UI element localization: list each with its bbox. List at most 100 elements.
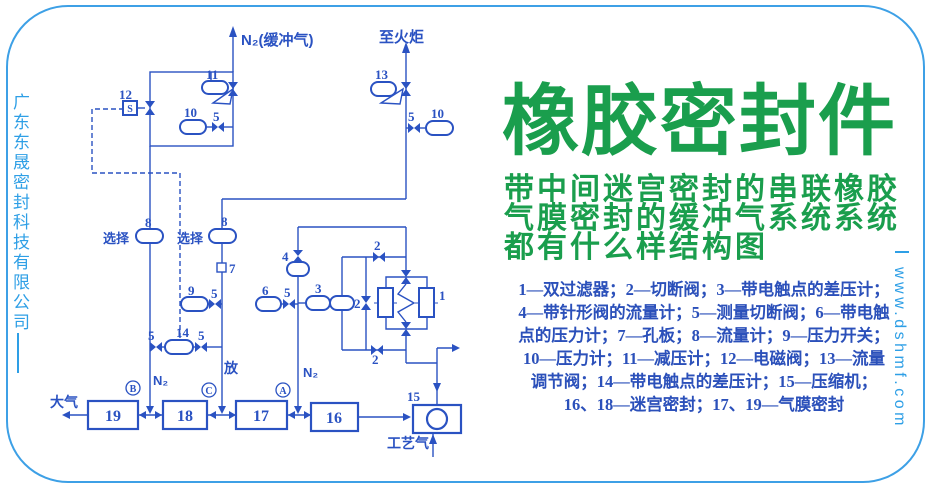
label-component-11: 11 <box>206 67 218 82</box>
label-component-12: 12 <box>119 87 132 102</box>
subtitle-line-2: 气膜密封的缓冲气系统系统 <box>504 202 900 235</box>
label-component-5c: 5 <box>211 286 218 301</box>
solenoid-signal-dashed-line <box>91 108 181 338</box>
valve-5-at-gauge-10a <box>212 122 224 132</box>
subtitle-line-1: 带中间迷宫密封的串联橡胶 <box>504 173 900 206</box>
badge-b-circle <box>125 380 141 396</box>
valve-2-bottom-bypass <box>371 345 383 355</box>
label-component-14: 14 <box>176 325 190 340</box>
page-subtitle: 带中间迷宫密封的串联橡胶 气膜密封的缓冲气系统系统 都有什么样结构图 <box>504 173 900 264</box>
label-seal-18: 18 <box>177 408 193 425</box>
labyrinth-seal-18-box <box>161 399 209 431</box>
component-legend: 1—双过滤器；2—切断阀；3—带电触点的差压计； 4—带针形阀的流量计；5—测量… <box>498 278 910 416</box>
flowmeter-4-body <box>286 261 310 277</box>
label-component-6: 6 <box>262 283 269 298</box>
label-component-2c: 2 <box>372 352 379 367</box>
gas-film-seal-19-box <box>86 399 140 431</box>
flare-arrow <box>402 42 410 53</box>
label-component-9: 9 <box>188 283 195 298</box>
arrow-into-compressor <box>403 413 411 421</box>
compressor-15-impeller <box>425 407 449 431</box>
label-seal-19: 19 <box>105 408 121 425</box>
badge-a-letter: A <box>279 386 287 397</box>
junction-a-down-arrow <box>294 406 302 414</box>
pressure-gauge-10a <box>179 119 207 135</box>
label-select-right: 选择 <box>177 231 204 246</box>
website-rule <box>895 251 909 253</box>
label-process-gas: 工艺气 <box>387 435 429 451</box>
n2-inlet-arrow <box>229 26 237 37</box>
legend-line-2: 4—带针形阀的流量计；5—测量切断阀；6—带电触 <box>518 303 890 322</box>
label-component-4: 4 <box>282 249 289 264</box>
label-n2-buffer: N₂(缓冲气) <box>241 31 314 49</box>
flow-arrows <box>62 26 460 444</box>
dp-gauge-14 <box>164 339 194 355</box>
badge-c-letter: C <box>205 386 212 397</box>
flowmeter-8-left <box>135 228 164 244</box>
company-name-vertical: 广东东晟密封科技有限公司 <box>10 93 29 333</box>
junction-b-down-arrow <box>146 406 154 414</box>
regulator-11-body <box>201 80 229 95</box>
label-solenoid-s: S <box>127 104 133 115</box>
label-component-5b: 5 <box>408 109 415 124</box>
label-component-3: 3 <box>315 281 322 296</box>
pressure-gauge-6 <box>255 296 282 312</box>
label-select-left: 选择 <box>103 231 130 246</box>
legend-line-1: 1—双过滤器；2—切断阀；3—带电触点的差压计； <box>518 280 890 299</box>
arrow-into-seal-16 <box>304 411 311 419</box>
flow-control-13-valve <box>401 82 411 96</box>
dp-gauge-3-right <box>329 295 355 311</box>
label-component-5e: 5 <box>198 328 205 343</box>
label-component-5d: 5 <box>148 328 155 343</box>
instruments <box>86 80 463 435</box>
label-n2-left: N₂ <box>153 373 168 388</box>
pressure-switch-9 <box>180 296 209 312</box>
label-component-10b: 10 <box>431 106 444 121</box>
page-title: 橡胶密封件 <box>502 79 897 165</box>
arrow-into-seal-18-right <box>209 411 216 419</box>
solenoid-12-box <box>122 100 138 116</box>
gas-film-seal-17-box <box>234 399 289 431</box>
filter-bottom-changeover-valve <box>401 322 411 336</box>
label-seal-16: 16 <box>326 410 342 427</box>
label-component-8a: 8 <box>145 215 152 230</box>
labyrinth-seal-16-box <box>309 401 360 433</box>
arrow-into-seal-19 <box>139 411 146 419</box>
buffer-gas-piping-diagram: N₂(缓冲气) 至火炬 11 12 S 10 5 13 5 10 选择 8 选择… <box>50 26 463 457</box>
valve-2-top-bypass <box>373 252 385 262</box>
junction-c-down-arrow <box>218 406 226 414</box>
discharge-right-arrow <box>452 344 460 352</box>
valve-5-left-of-14 <box>150 342 162 352</box>
solenoid-12-valve <box>145 101 155 115</box>
label-to-flare: 至火炬 <box>379 28 424 46</box>
label-atmosphere: 大气 <box>50 394 78 410</box>
valve-5-at-gauge-10b <box>408 123 420 133</box>
flow-valve-13-body <box>370 81 397 97</box>
label-component-8b: 8 <box>221 214 228 229</box>
label-seal-17: 17 <box>253 408 269 425</box>
label-component-15: 15 <box>407 389 421 404</box>
legend-line-3: 点的压力计；7—孔板；8—流量计；9—压力开关； <box>518 326 890 345</box>
valve-2-at-gauge-3 <box>361 296 371 310</box>
arrow-into-seal-18-left <box>155 411 162 419</box>
company-rule <box>17 333 19 373</box>
arrow-into-seal-17-right <box>288 411 295 419</box>
label-component-5f: 5 <box>284 285 291 300</box>
filter-1-right-vessel <box>418 287 435 318</box>
badge-a-circle <box>275 382 291 398</box>
page-border <box>6 5 925 483</box>
label-component-7: 7 <box>229 261 236 276</box>
subtitle-line-3: 都有什么样结构图 <box>504 231 768 264</box>
valve-5-at-gauge-6 <box>283 299 295 309</box>
dp-gauge-3-left <box>305 295 331 311</box>
valve-symbols <box>145 82 420 355</box>
orifice-plate-7 <box>216 262 227 273</box>
compressor-top-down-arrow <box>433 383 441 392</box>
regulator-11-actuator <box>210 87 235 105</box>
label-component-5a: 5 <box>213 109 220 124</box>
valve-5-right-of-14 <box>195 342 207 352</box>
label-component-1: 1 <box>439 288 446 303</box>
label-component-2b: 2 <box>374 238 381 253</box>
label-vent: 放 <box>223 360 239 376</box>
badge-c-circle <box>201 382 217 398</box>
